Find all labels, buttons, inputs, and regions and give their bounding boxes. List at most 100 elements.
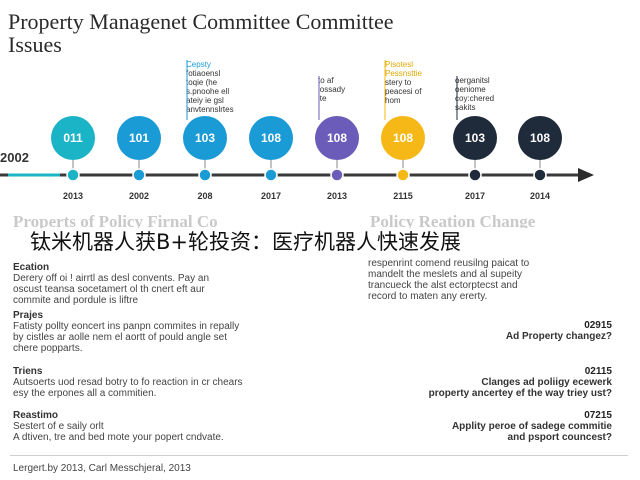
timeline-node: 108 2017 [249, 116, 293, 201]
right-intro-line: record to maten any ererty. [368, 291, 488, 302]
annotation-1-head: Cepsty [186, 60, 211, 69]
right-column-heading: Policy Reation Change [370, 212, 536, 231]
timeline-node-label: 108 [327, 131, 347, 145]
annotation-3-line: peacesi of [385, 87, 422, 96]
annotation-3-head: Pisotesl [385, 60, 414, 69]
timeline-connectors [186, 60, 458, 120]
timeline-node: 103 208 [183, 116, 227, 201]
timeline-node-year: 2002 [129, 191, 149, 201]
right-item-desc: Ad Property changez? [505, 331, 612, 342]
overlay-caption: 钛米机器人获B+轮投资：医疗机器人快速发展 [30, 228, 630, 256]
section-line: esy the erpones all a commitien. [13, 388, 157, 399]
annotation-2-line: lte [318, 94, 327, 103]
section-line: commite and pordule is liftre [13, 295, 139, 306]
timeline-node-year: 208 [197, 191, 212, 201]
timeline-node-year: 2013 [63, 191, 83, 201]
annotation-1-line: ateiy ie gsl [186, 96, 224, 105]
footer-divider [10, 455, 628, 456]
section-label: Triens [13, 366, 43, 377]
timeline-node-bubble [117, 116, 161, 160]
right-intro-line: trancueck the alst ectorptecst and [368, 280, 518, 291]
section-line: chere popparts. [13, 343, 83, 354]
section-label: Prajes [13, 310, 44, 321]
right-item-desc: Clanges ad poliigy ecewerk [481, 377, 612, 388]
annotation-4-line: coy:chered [455, 94, 495, 103]
right-item-code: 02915 [584, 320, 612, 331]
section-label: Reastimo [13, 410, 59, 421]
timeline-node-dot [468, 168, 482, 182]
annotation-4: oerganitsl oeniome coy:chered sakits [455, 76, 494, 112]
right-item-desc: and psport councest? [507, 432, 612, 443]
right-intro-line: respenrint comend reusilng paicat to [368, 258, 530, 269]
section-line: Fatisty pollty eoncert ins panpn commite… [13, 321, 240, 332]
annotation-1: Cepsty fotiaoensl toqie (he s.pnoohe ell… [186, 60, 234, 114]
annotation-2: to af lossady lte [318, 76, 345, 103]
section-line: by cistles ar aolle nem el aortt of poul… [13, 332, 228, 343]
right-item-1: 02915 Ad Property changez? [368, 320, 612, 342]
timeline-node-label: 103 [195, 131, 215, 145]
timeline-nodes: 011 2013 101 2002 103 208 108 2017 108 2013 108 211… [51, 116, 562, 201]
timeline-node-label: 108 [261, 131, 281, 145]
timeline-node-year: 2115 [393, 191, 413, 201]
timeline-node-year: 2013 [327, 191, 347, 201]
timeline-node-bubble [249, 116, 293, 160]
timeline-node-year: 2014 [530, 191, 550, 201]
section-line: Derery off oi ! airrtl as desl convents.… [13, 273, 210, 284]
section-line: Sestert of e saily orlt [13, 421, 104, 432]
title-line-1: Property Managenet Committee Committee [8, 9, 394, 34]
section-line: oscust teansa socetamert ol th cnert eft… [13, 284, 205, 295]
timeline-node-bubble [51, 116, 95, 160]
annotation-2-head: to af [318, 76, 334, 85]
annotation-2-line: lossady [318, 85, 346, 94]
timeline-node: 011 2013 [51, 116, 95, 201]
timeline-node-label: 101 [129, 131, 149, 145]
timeline-node: 108 2014 [518, 116, 562, 201]
timeline-node-label: 108 [530, 131, 550, 145]
timeline-arrowhead [578, 168, 594, 182]
annotation-3-line: hom [385, 96, 401, 105]
timeline-node-dot [330, 168, 344, 182]
right-item-desc: property ancertey ef the way triey ust? [428, 388, 612, 399]
footer-credit: Lergert.by 2013, Carl Messchjeral, 2013 [13, 463, 191, 474]
right-item-2: 02115 Clanges ad poliigy ecewerk propert… [368, 366, 612, 399]
section-label: Ecation [13, 262, 50, 273]
right-column: respenrint comend reusilng paicat to man… [368, 258, 612, 443]
timeline-node-label: 103 [465, 131, 485, 145]
timeline-node-year: 2017 [261, 191, 281, 201]
annotation-3-line: stery to [385, 78, 412, 87]
annotation-1-line: s.pnoohe ell [186, 87, 230, 96]
right-intro-line: mandelt the meslets and al supeity [368, 269, 522, 280]
left-column-heading: Properts of Policy Firnal Co [13, 212, 218, 231]
timeline-node: 108 2013 [315, 116, 359, 201]
timeline-node-year: 2017 [465, 191, 485, 201]
annotation-1-line: toqie (he [186, 78, 218, 87]
left-section-2: Prajes Fatisty pollty eoncert ins panpn … [13, 310, 343, 354]
timeline-node-dot [264, 168, 278, 182]
annotation-1-line: fotiaoensl [186, 69, 221, 78]
annotation-3: Pisotesl Pessnsttie stery to peacesi of … [385, 60, 422, 105]
right-item-code: 07215 [584, 410, 612, 421]
section-line: A dtiven, tre and bed mote your popert c… [13, 432, 224, 443]
right-item-3: 07215 Applity peroe of sadege commitie a… [368, 410, 612, 443]
title-line-2: Issues [8, 32, 62, 57]
annotation-4-line: sakits [455, 103, 476, 112]
timeline-node-bubble [453, 116, 497, 160]
section-line: Autsoerts uod resad botry to fo reaction… [13, 377, 243, 388]
annotation-3-line: Pessnsttie [385, 69, 422, 78]
annotation-4-line: oeniome [455, 85, 486, 94]
annotation-4-head: oerganitsl [455, 76, 490, 85]
timeline-node-dot [66, 168, 80, 182]
timeline-node-dot [396, 168, 410, 182]
timeline-node-label: 108 [393, 131, 413, 145]
right-item-code: 02115 [584, 366, 612, 377]
timeline-node: 101 2002 [117, 116, 161, 201]
timeline-node-dot [533, 168, 547, 182]
timeline-diagram: 2002 01120131012002103208108201710820131… [0, 60, 594, 201]
timeline-node-label: 011 [63, 131, 83, 145]
timeline-start-label: 2002 [0, 150, 29, 165]
left-section-4: Reastimo Sestert of e saily orlt A dtive… [13, 410, 343, 443]
timeline-node-dot [198, 168, 212, 182]
timeline-node-dot [132, 168, 146, 182]
timeline-node-bubble [518, 116, 562, 160]
timeline-node: 103 2017 [453, 116, 497, 201]
